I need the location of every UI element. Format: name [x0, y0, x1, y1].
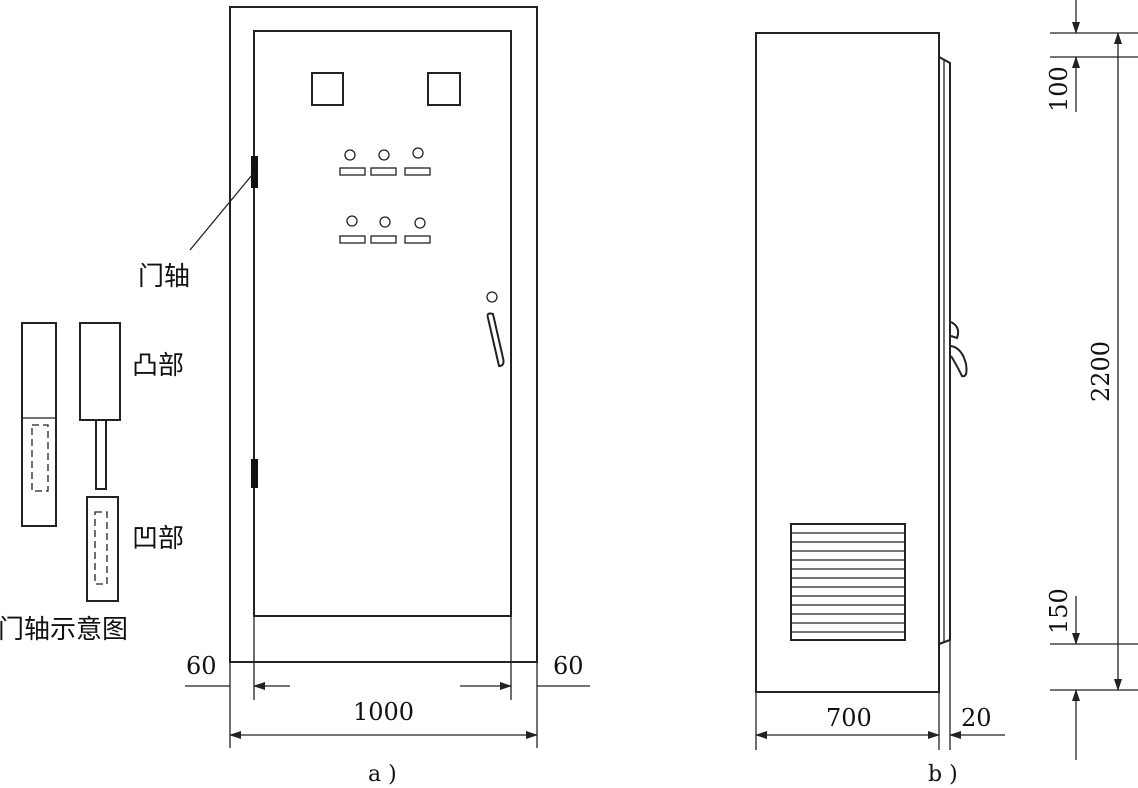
- concave-part-label: 凹部: [132, 524, 184, 554]
- total-height-label: 2200: [1087, 341, 1115, 402]
- door-handle: [486, 291, 505, 368]
- cabinet-frame: [229, 6, 538, 663]
- front-left-margin-label: 60: [186, 652, 217, 680]
- convex-part-label: 凸部: [132, 351, 184, 381]
- assembled-hinge: [21, 322, 57, 527]
- hinge-diagram-label: 门轴示意图: [0, 615, 128, 645]
- bottom-gap-label: 150: [1045, 588, 1073, 634]
- cabinet-door: [253, 30, 512, 617]
- side-view-caption: b ): [928, 762, 958, 787]
- hinge-leader: [189, 174, 253, 251]
- vertical-dimensions: 100 2200 150: [1045, 0, 1138, 760]
- meter-right: [427, 72, 461, 106]
- door-hinge-label: 门轴: [138, 262, 190, 292]
- side-door-thickness-label: 20: [961, 704, 992, 732]
- side-view: 700 20 b ): [755, 32, 1005, 787]
- hinge-bottom: [251, 459, 258, 488]
- top-gap-label: 100: [1045, 66, 1073, 112]
- concave-part: [86, 496, 119, 602]
- meter-left: [311, 72, 344, 106]
- side-handle: [950, 321, 968, 378]
- front-view: 门轴 60 60 1000 a ): [138, 6, 590, 787]
- convex-part: [79, 322, 121, 490]
- indicator-row-1: [339, 147, 431, 176]
- indicator-row-2: [339, 215, 431, 244]
- louvre-vent: [790, 523, 906, 641]
- side-depth-label: 700: [826, 704, 872, 732]
- hinge-top: [251, 156, 258, 188]
- side-panel: [755, 32, 940, 693]
- hinge-schematic: 凸部 凹部 门轴示意图: [0, 322, 184, 645]
- front-right-margin-label: 60: [553, 652, 584, 680]
- front-width-label: 1000: [353, 698, 414, 726]
- front-view-caption: a ): [368, 762, 397, 787]
